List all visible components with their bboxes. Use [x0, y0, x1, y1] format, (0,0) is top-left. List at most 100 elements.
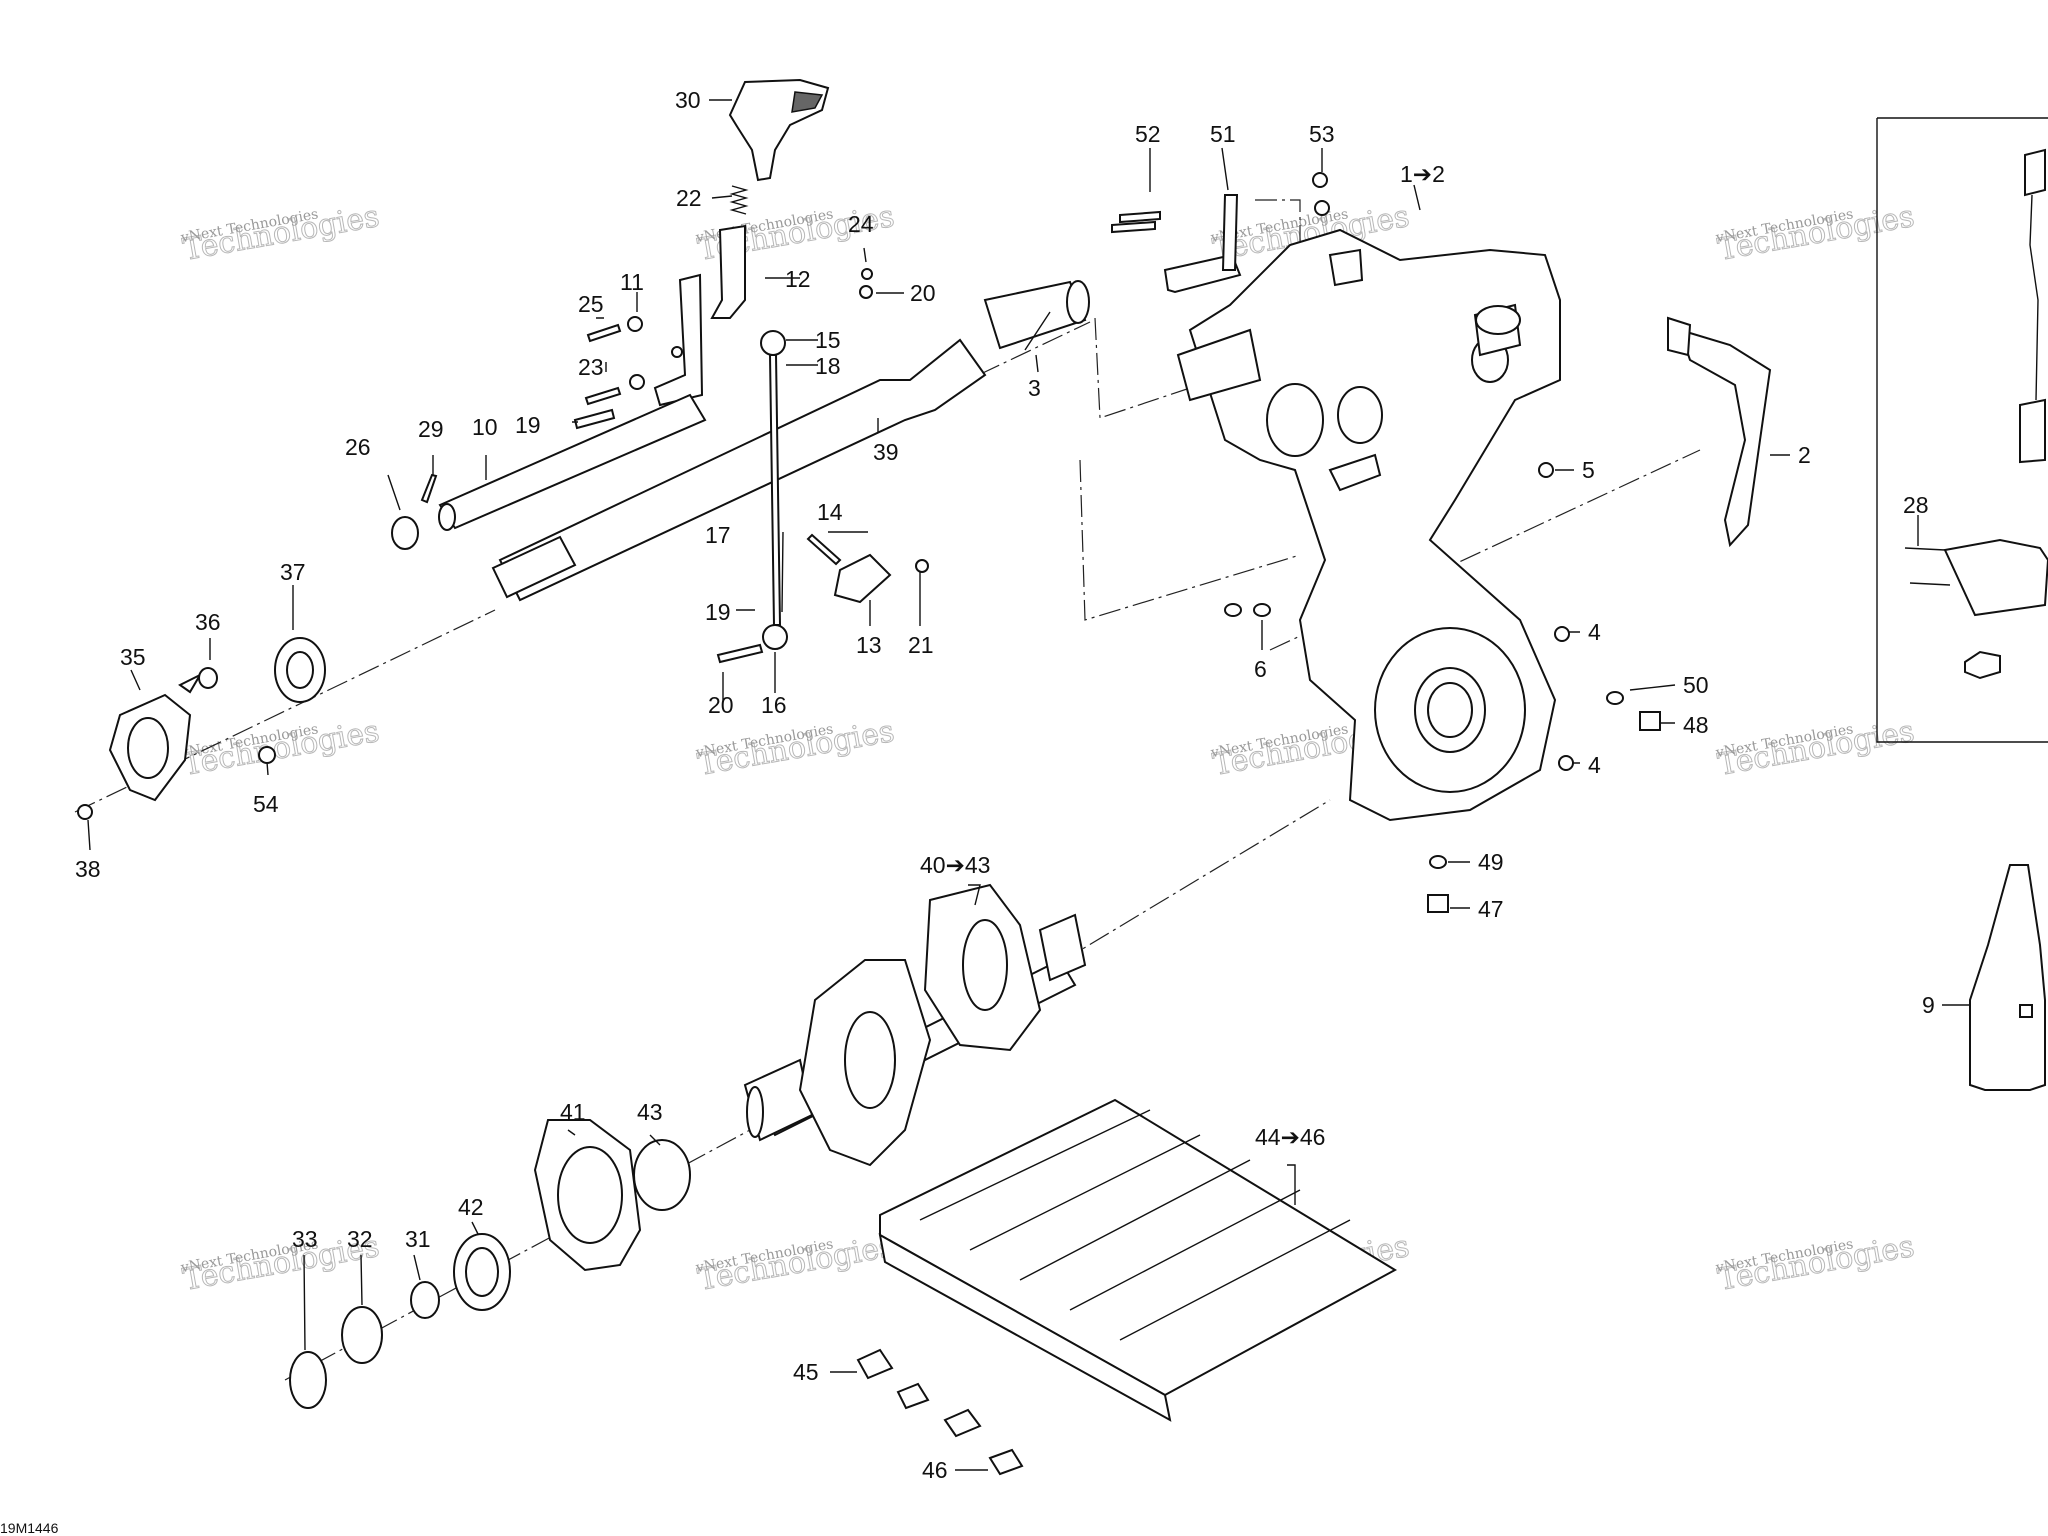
harness-detail-panel [1876, 117, 2048, 743]
callout-32: 32 [347, 1226, 373, 1252]
tube-end [438, 503, 456, 531]
bolt [586, 323, 622, 343]
callout-40-43: 40➔43 [920, 852, 990, 878]
callout-26: 26 [345, 434, 371, 460]
callout-9: 9 [1922, 992, 1935, 1018]
circlip [289, 1351, 327, 1409]
parts [77, 78, 2048, 1476]
flange-bore [127, 717, 169, 779]
watermark: Technologies vNext Technologies [1714, 1228, 1918, 1298]
callout-19: 19 [515, 412, 541, 438]
watermark: Technologies vNext Technologies [694, 713, 898, 783]
callout-20: 20 [910, 280, 936, 306]
shift-rod [768, 354, 782, 626]
reference-code: 19M1446 [0, 1520, 59, 1536]
callout-20: 20 [708, 692, 734, 718]
callout-24: 24 [848, 211, 874, 237]
hole [671, 346, 683, 358]
nut [1314, 200, 1330, 216]
callout-50: 50 [1683, 672, 1709, 698]
gearbox-housing [1176, 228, 1561, 822]
spring [729, 185, 749, 215]
washer [629, 374, 645, 390]
washer [1224, 603, 1242, 617]
bearing-inner [465, 1247, 499, 1297]
callout-51: 51 [1210, 121, 1236, 147]
washer [627, 316, 643, 332]
sprocket-cover [533, 1119, 642, 1272]
callout-54: 54 [253, 791, 279, 817]
callout-30: 30 [675, 87, 701, 113]
callout-28: 28 [1903, 492, 1929, 518]
pin [806, 533, 842, 566]
washer [1429, 855, 1447, 869]
callout-22: 22 [676, 185, 702, 211]
rod-end [762, 624, 788, 650]
callout-52: 52 [1135, 121, 1161, 147]
callout-43: 43 [637, 1099, 663, 1125]
callout-35: 35 [120, 644, 146, 670]
clip [988, 1448, 1024, 1476]
shaft-spline [491, 535, 577, 599]
main-shaft [498, 338, 987, 602]
leader-lines [87, 99, 1970, 1471]
clip [943, 1408, 982, 1438]
callout-18: 18 [815, 353, 841, 379]
callout-31: 31 [405, 1226, 431, 1252]
callout-3: 3 [1028, 375, 1041, 401]
callout-47: 47 [1478, 896, 1504, 922]
o-ring-small [410, 1281, 440, 1319]
sleeve [983, 280, 1087, 350]
watermark: Technologies vNext Technologies [1714, 713, 1918, 783]
callout-48: 48 [1683, 712, 1709, 738]
nut [1554, 626, 1570, 642]
bushing [391, 516, 419, 550]
callout-38: 38 [75, 856, 101, 882]
watermark: Technologies vNext Technologies [694, 1228, 898, 1298]
callout-44-46: 44➔46 [1255, 1124, 1325, 1150]
callout-49: 49 [1478, 849, 1504, 875]
stud [178, 672, 203, 694]
shift-lever [653, 273, 704, 407]
callout-6: 6 [1254, 656, 1267, 682]
rod-end [760, 330, 786, 356]
nut [1312, 172, 1328, 188]
connector [1667, 316, 1692, 357]
bolt [1111, 220, 1156, 234]
callout-14: 14 [817, 499, 843, 525]
callout-37: 37 [280, 559, 306, 585]
callout-1-2: 1➔2 [1400, 161, 1445, 187]
callout-42: 42 [458, 1194, 484, 1220]
strap [1221, 194, 1239, 271]
shift-bracket [710, 224, 746, 319]
callout-23: 23 [578, 354, 604, 380]
nut [1538, 462, 1554, 478]
callout-45: 45 [793, 1359, 819, 1385]
screw [77, 804, 93, 820]
callout-39: 39 [873, 439, 899, 465]
nut [1558, 755, 1574, 771]
nut [915, 559, 929, 573]
detent-bracket [833, 553, 892, 604]
callout-10: 10 [472, 414, 498, 440]
callout-11: 11 [620, 269, 644, 295]
cotter-pin [420, 473, 438, 504]
screw [1427, 894, 1449, 913]
clip [856, 1348, 894, 1380]
mount-bracket [1163, 253, 1242, 294]
callout-4: 4 [1588, 619, 1601, 645]
o-ring [633, 1139, 691, 1211]
callout-2: 2 [1798, 442, 1811, 468]
bolt [573, 408, 616, 430]
washer [1253, 603, 1271, 617]
callout-21: 21 [908, 632, 934, 658]
watermark: Technologies vNext Technologies [179, 198, 383, 268]
nut [258, 746, 276, 764]
callout-19: 19 [705, 599, 731, 625]
bolt [716, 643, 764, 664]
callout-29: 29 [418, 416, 444, 442]
shift-handle [728, 78, 830, 182]
bolt [584, 386, 622, 406]
callout-53: 53 [1309, 121, 1335, 147]
